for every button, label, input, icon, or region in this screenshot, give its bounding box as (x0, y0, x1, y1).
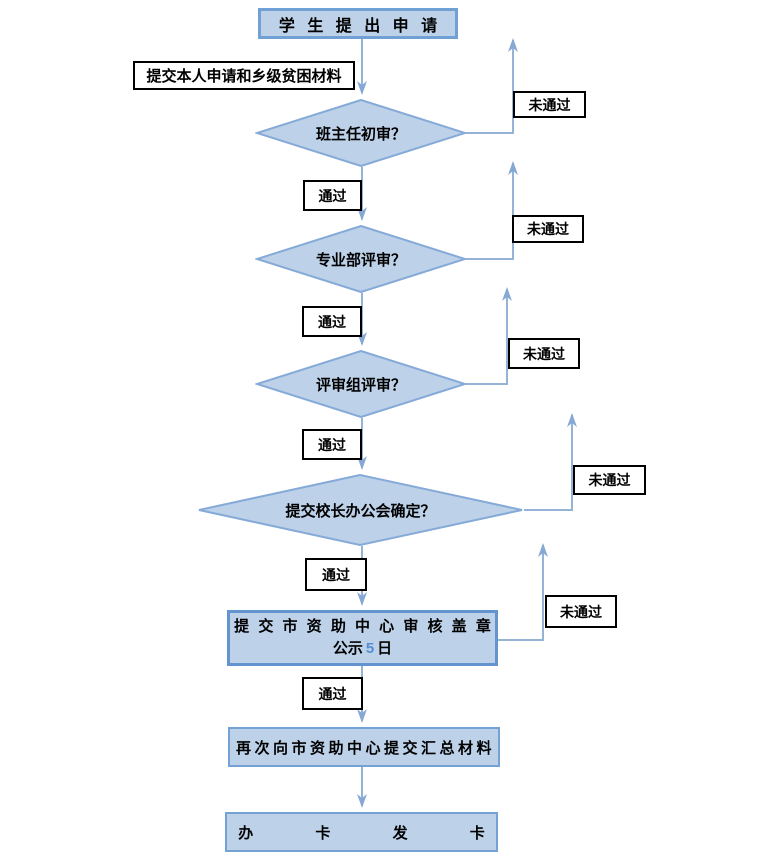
decision4-diamond: 提交校长办公会确定？ (197, 474, 524, 546)
diamond-shape (255, 99, 467, 167)
fail-return-decision4 (524, 413, 577, 511)
fail-label-text: 未通过 (528, 96, 571, 113)
final-node: 办 卡 发 卡 (225, 812, 498, 852)
fail-label-3: 未通过 (508, 338, 580, 369)
final-node-label: 办 卡 发 卡 (238, 824, 485, 842)
decision1-diamond: 班主任初审？ (255, 99, 467, 167)
fail-return-review (498, 543, 548, 641)
fail-label-text: 未通过 (560, 603, 602, 620)
fail-return-decision1 (466, 38, 518, 134)
pass-label-text: 通过 (318, 685, 347, 702)
fail-label-text: 未通过 (527, 221, 569, 237)
diamond-shape (255, 350, 467, 418)
pass-label-1: 通过 (303, 180, 362, 211)
fail-label-text: 未通过 (588, 472, 631, 488)
fail-return-decision2 (466, 161, 518, 260)
decision2-diamond: 专业部评审？ (255, 225, 467, 293)
fail-label-2: 未通过 (512, 215, 584, 243)
pass-label-text: 通过 (318, 436, 346, 453)
review-line1: 提 交 市 资 助 中 心 审 核 盖 章 (234, 618, 491, 636)
pass-label-text: 通过 (322, 566, 350, 583)
diamond-shape (255, 225, 467, 293)
pass-label-2: 通过 (302, 306, 362, 337)
decision2-label: 专业部评审？ (315, 251, 406, 269)
attachment-note-label: 提交本人申请和乡级贫困材料 (146, 68, 342, 85)
diamond-shape (198, 474, 523, 546)
review-line2-number: 5 (365, 640, 375, 657)
review-line2-prefix: 公示 (332, 640, 363, 657)
attachment-note: 提交本人申请和乡级贫困材料 (133, 61, 355, 90)
review-line2-suffix: 日 (377, 640, 393, 657)
pass-label-text: 通过 (318, 313, 346, 330)
decision3-label: 评审组评审？ (315, 376, 406, 394)
resubmit-node: 再次向市资助中心提交汇总材料 (228, 727, 500, 767)
fail-return-decision3 (466, 287, 512, 385)
decision4-label: 提交校长办公会确定？ (285, 502, 436, 520)
fail-label-1: 未通过 (513, 91, 586, 118)
decision1-label: 班主任初审？ (315, 125, 406, 143)
pass-label-4: 通过 (305, 558, 367, 591)
resubmit-node-label: 再次向市资助中心提交汇总材料 (235, 739, 495, 757)
pass-label-5: 通过 (302, 677, 363, 710)
pass-label-text: 通过 (318, 187, 347, 204)
fail-label-4: 未通过 (573, 465, 646, 495)
decision3-diamond: 评审组评审？ (255, 350, 467, 418)
fail-label-text: 未通过 (523, 345, 565, 362)
start-node: 学 生 提 出 申 请 (258, 8, 458, 39)
start-node-label: 学 生 提 出 申 请 (278, 17, 438, 35)
fail-label-5: 未通过 (545, 595, 617, 628)
pass-label-3: 通过 (302, 429, 362, 460)
